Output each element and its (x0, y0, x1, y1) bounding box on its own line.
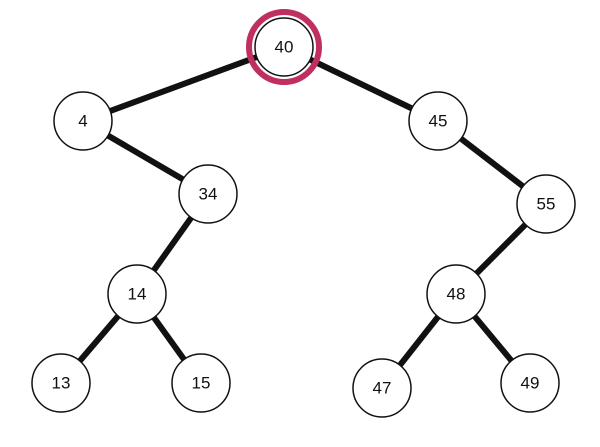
tree-node-label: 55 (537, 195, 556, 214)
tree-node-40: 40 (246, 9, 322, 85)
tree-node-circle (408, 91, 468, 151)
tree-node-label: 48 (447, 285, 466, 304)
tree-node-label: 13 (52, 374, 71, 393)
tree-node-14: 14 (107, 264, 167, 324)
tree-node-label: 34 (199, 185, 218, 204)
highlight-ring (246, 9, 322, 85)
tree-node-label: 4 (78, 112, 87, 131)
tree-node-circle (352, 358, 412, 418)
tree-node-circle (178, 164, 238, 224)
tree-node-15: 15 (171, 353, 231, 413)
tree-node-49: 49 (500, 353, 560, 413)
tree-node-34: 34 (178, 164, 238, 224)
tree-node-label: 45 (429, 112, 448, 131)
tree-node-label: 47 (373, 379, 392, 398)
tree-node-circle (53, 91, 113, 151)
tree-node-label: 15 (192, 374, 211, 393)
tree-node-circle (254, 17, 314, 77)
tree-node-48: 48 (426, 264, 486, 324)
tree-node-circle (107, 264, 167, 324)
tree-node-13: 13 (31, 353, 91, 413)
tree-node-circle (426, 264, 486, 324)
tree-node-circle (171, 353, 231, 413)
tree-node-55: 55 (516, 174, 576, 234)
tree-node-label: 14 (128, 285, 147, 304)
tree-node-4: 4 (53, 91, 113, 151)
tree-node-label: 40 (275, 38, 294, 57)
tree-edges (58, 44, 549, 390)
tree-node-45: 45 (408, 91, 468, 151)
tree-node-circle (31, 353, 91, 413)
tree-node-circle (516, 174, 576, 234)
tree-node-label: 49 (521, 374, 540, 393)
tree-node-circle (500, 353, 560, 413)
tree-nodes: 40 4 45 34 55 14 48 13 15 47 49 (31, 9, 576, 418)
tree-node-47: 47 (352, 358, 412, 418)
